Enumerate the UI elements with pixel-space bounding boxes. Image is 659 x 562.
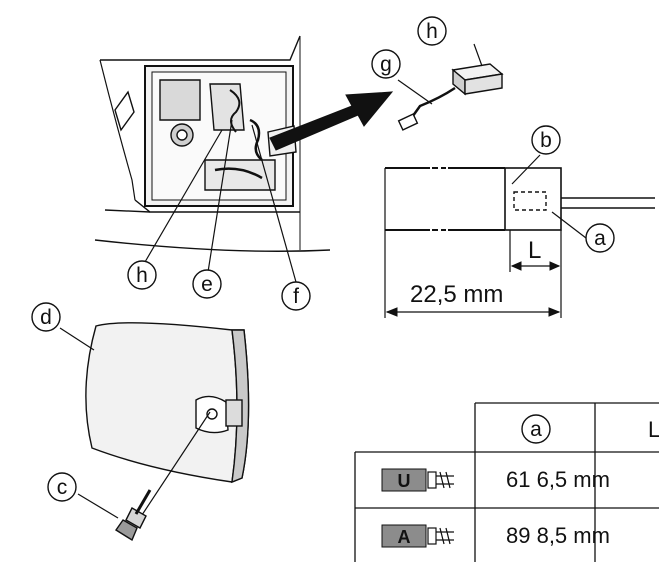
callout-b-letter: b — [540, 129, 552, 152]
callout-c: c — [47, 472, 77, 502]
callout-h-module: h — [417, 16, 447, 46]
callout-e-letter: e — [201, 273, 213, 296]
callout-b: b — [531, 125, 561, 155]
callout-f-letter: f — [293, 285, 299, 308]
battery-cover — [59, 322, 250, 484]
antenna-module — [451, 43, 504, 96]
table-row: U 61 6,5 mm — [381, 467, 610, 492]
callout-g: g — [371, 49, 401, 79]
dimension-diagram — [384, 154, 655, 318]
dimension-total-label: 22,5 mm — [410, 281, 503, 308]
callout-c-letter: c — [57, 476, 68, 499]
callout-h-letter-device: h — [136, 264, 148, 287]
table-cell-value: 89 8,5 mm — [506, 523, 610, 548]
dimension-l-label: L — [528, 237, 541, 264]
callout-a: a — [585, 223, 615, 253]
table-cell-value: 61 6,5 mm — [506, 467, 610, 492]
table-header-l: L — [648, 417, 659, 442]
callout-h-device: h — [127, 260, 157, 290]
region-badge-a — [381, 524, 427, 548]
table-header-a: a — [521, 414, 551, 444]
region-badge-a-label: A — [398, 527, 411, 547]
plug-icon — [427, 527, 454, 545]
screw — [77, 411, 211, 542]
plug-icon — [427, 471, 454, 489]
device-body — [94, 35, 331, 252]
leader-lines-device — [144, 119, 297, 283]
callout-f: f — [281, 281, 311, 311]
callout-e: e — [192, 269, 222, 299]
callout-d: d — [31, 302, 61, 332]
callout-h-letter: h — [426, 20, 438, 43]
region-badge-u — [381, 468, 427, 492]
table-header-a-letter: a — [530, 418, 542, 441]
spec-table — [354, 402, 659, 562]
callout-a-letter: a — [594, 227, 606, 250]
region-badge-u-label: U — [398, 471, 411, 491]
antenna-cable — [397, 79, 456, 131]
callout-g-letter: g — [380, 53, 392, 76]
callout-d-letter: d — [40, 306, 52, 329]
direction-arrow — [269, 91, 394, 151]
table-row: A 89 8,5 mm — [381, 523, 610, 548]
